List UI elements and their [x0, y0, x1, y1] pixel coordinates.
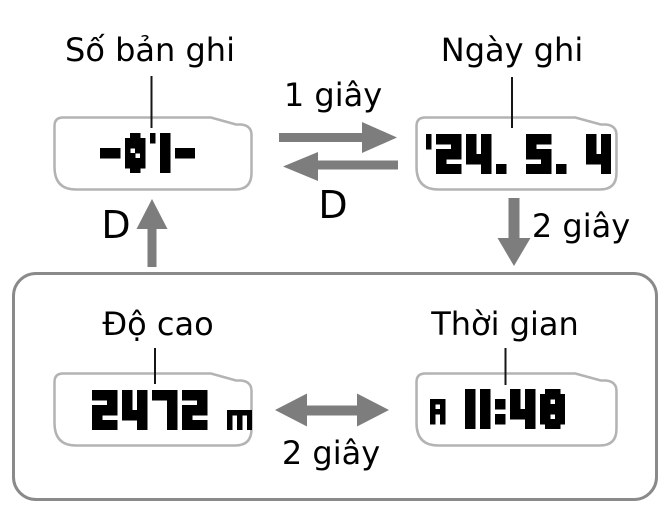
hold-1s-label: 1 giây	[283, 76, 383, 114]
record-time-display-frame	[415, 372, 618, 447]
record-date-display-frame	[415, 116, 618, 191]
record-date-lcd-text	[426, 134, 612, 178]
record-time-label: Thời gian	[431, 305, 579, 343]
arrow-down-icon	[497, 198, 531, 266]
record-number-lcd-text	[100, 133, 196, 177]
arrow-double-horizontal-icon	[275, 393, 389, 427]
record-number-display-frame	[53, 116, 253, 191]
arrow-up-icon	[136, 199, 168, 267]
button-d-horizontal-label: D	[318, 183, 348, 227]
lcd-frame-icon	[415, 372, 618, 447]
record-number-label: Số bản ghi	[65, 31, 235, 69]
lcd-frame-icon	[415, 116, 618, 191]
lcd-frame-icon	[53, 372, 253, 447]
toggle-2s-label: 2 giây	[281, 434, 381, 472]
arrow-left-icon	[283, 152, 398, 181]
record-detail-group-box	[12, 272, 658, 501]
lcd-frame-icon	[53, 116, 253, 191]
hold-2s-down-label: 2 giây	[531, 207, 631, 245]
record-time-lcd-text	[430, 389, 566, 433]
arrow-right-icon	[279, 122, 397, 153]
altitude-display-frame	[53, 372, 253, 447]
button-d-up-label: D	[101, 203, 131, 247]
record-date-label: Ngày ghi	[440, 31, 584, 69]
altitude-lcd-text	[92, 390, 253, 434]
altitude-label: Độ cao	[102, 305, 214, 343]
